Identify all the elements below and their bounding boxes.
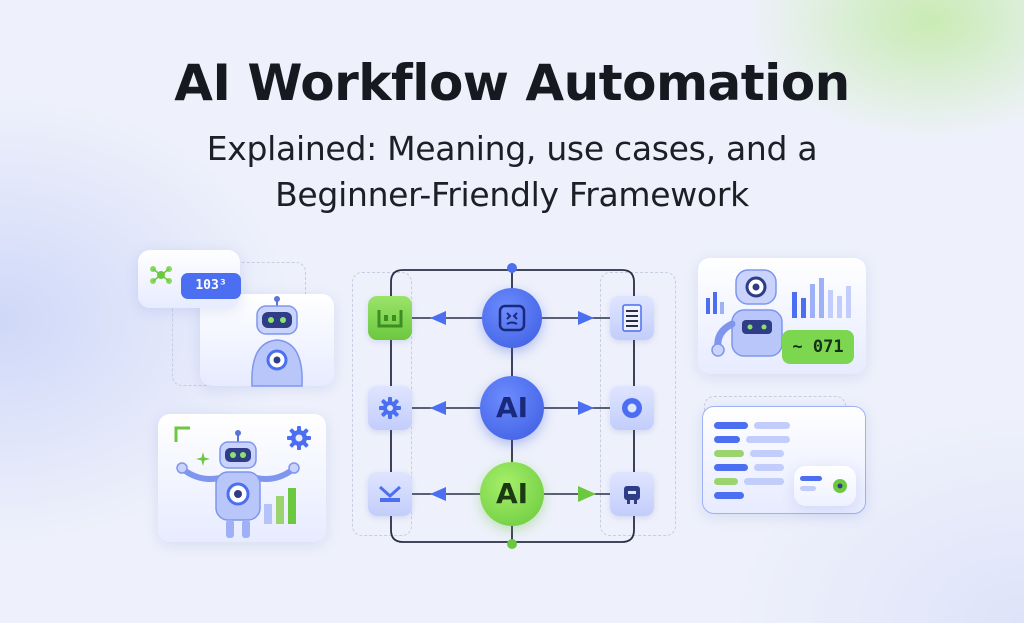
workflow-node-top <box>482 288 542 348</box>
workflow-dashed-frame-right <box>600 272 676 536</box>
page-title: AI Workflow Automation <box>174 54 850 112</box>
chip-icon <box>624 486 640 504</box>
dashboard-list <box>714 422 790 499</box>
robot-icon <box>711 269 783 357</box>
workflow-tile-left-top <box>368 296 412 340</box>
workflow-node-ai-middle: AI <box>480 376 544 440</box>
inbox-icon <box>378 485 402 502</box>
popup-content <box>800 476 847 493</box>
bar-chart-icon <box>264 488 296 524</box>
bracket-icon <box>174 426 190 442</box>
workflow-node-ai-bottom: AI <box>480 462 544 526</box>
target-icon <box>622 398 642 418</box>
robot-icon <box>176 430 300 538</box>
page-subtitle-line-2: Beginner-Friendly Framework <box>275 175 749 214</box>
sparkle-icon <box>196 452 210 466</box>
bar-chart-icon <box>792 278 851 318</box>
left-top-counter-badge: 103³ <box>181 273 241 299</box>
gear-icon <box>287 426 311 450</box>
robot-icon <box>251 296 303 387</box>
robot-face-icon <box>498 304 526 332</box>
network-icon <box>150 266 172 284</box>
page-subtitle-line-1: Explained: Meaning, use cases, and a <box>206 129 818 168</box>
gear-icon <box>379 397 401 419</box>
right-top-counter-badge: ~ 071 <box>782 330 854 364</box>
bar-chart-icon <box>706 292 724 314</box>
board-icon <box>377 310 403 328</box>
document-icon <box>622 304 642 332</box>
